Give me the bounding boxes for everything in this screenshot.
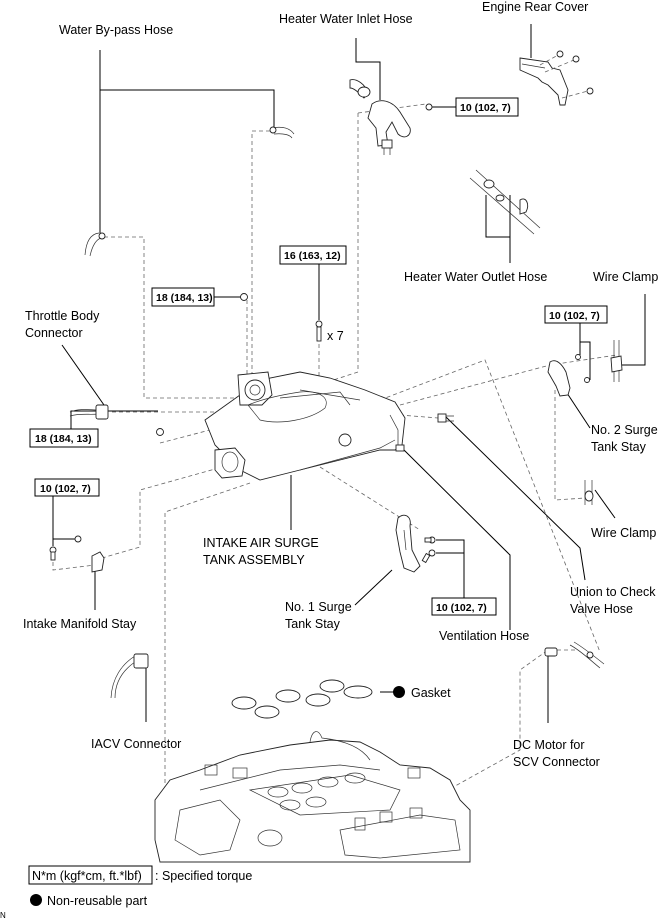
label-dc-motor-scv-line1: DC Motor for (513, 738, 585, 752)
intake-air-surge-tank-assembly-part (204, 371, 406, 481)
label-union-check-valve-hose-line1: Union to Check (570, 585, 656, 599)
torque-box-manifold-stay: 10 (102, 7) (34, 478, 100, 497)
water-bypass-hose-lower (84, 232, 106, 257)
torque-value: 18 (184, 13) (35, 433, 92, 445)
engine-rear-cover-part (519, 50, 594, 106)
label-no1-surge-tank-stay-line2: Tank Stay (285, 617, 341, 631)
label-intake-air-surge-tank-line1: INTAKE AIR SURGE (203, 536, 319, 550)
leader-lines (52, 24, 646, 723)
label-no1-surge-tank-stay-line1: No. 1 Surge (285, 600, 352, 614)
nonreusable-dot-icon (393, 686, 405, 698)
throttle-nut-lower-part (156, 428, 164, 436)
label-no2-surge-tank-stay-line1: No. 2 Surge (591, 423, 658, 437)
legend-torque-box (28, 865, 153, 885)
torque-value: 10 (102, 7) (549, 310, 600, 322)
legend-torque-unit: N*m (kgf*cm, ft.*lbf) (32, 869, 142, 883)
label-heater-water-outlet-hose: Heater Water Outlet Hose (404, 270, 547, 284)
engine-block-part (154, 731, 471, 863)
dc-motor-scv-connector-part (544, 641, 605, 669)
label-intake-manifold-stay: Intake Manifold Stay (23, 617, 137, 631)
legend-nonreusable-desc: Non-reusable part (47, 894, 148, 908)
union-check-valve-part (437, 413, 454, 423)
label-engine-rear-cover: Engine Rear Cover (482, 0, 588, 14)
torque-value: 18 (184, 13) (156, 292, 213, 304)
label-wire-clamp-top: Wire Clamp (593, 270, 658, 284)
label-wire-clamp-bottom: Wire Clamp (591, 526, 656, 540)
wire-clamp-bottom-part (584, 480, 594, 505)
label-union-check-valve-hose-line2: Valve Hose (570, 602, 633, 616)
label-throttle-body-connector-line2: Connector (25, 326, 83, 340)
label-intake-air-surge-tank-line2: TANK ASSEMBLY (203, 553, 305, 567)
torque-box-throttle-nut-upper: 18 (184, 13) (151, 287, 215, 307)
label-gasket: Gasket (411, 686, 451, 700)
throttle-body-connector-part (69, 404, 109, 420)
nonreusable-dot-icon (30, 894, 42, 906)
label-water-bypass-hose: Water By-pass Hose (59, 23, 173, 37)
label-dc-motor-scv-line2: SCV Connector (513, 755, 600, 769)
no2-surge-tank-stay-part (547, 354, 590, 397)
torque-box-no2-stay: 10 (102, 7) (544, 305, 608, 324)
wire-clamp-top-part (610, 340, 623, 382)
throttle-nut-upper-part (240, 293, 248, 301)
torque-box-heater-inlet: 10 (102, 7) (455, 97, 519, 117)
corner-mark: N (0, 911, 6, 920)
label-iacv-connector: IACV Connector (91, 737, 181, 751)
torque-value: 10 (102, 7) (460, 102, 511, 114)
iacv-connector-part (110, 653, 149, 699)
legend: N*m (kgf*cm, ft.*lbf) : Specified torque… (0, 865, 252, 920)
intake-manifold-stay-part (49, 535, 105, 573)
label-ventilation-hose: Ventilation Hose (439, 629, 529, 643)
gasket-part (231, 679, 373, 719)
legend-torque-desc: : Specified torque (155, 869, 252, 883)
label-bolt-quantity: x 7 (327, 329, 344, 343)
torque-value: 10 (102, 7) (40, 483, 91, 495)
heater-water-inlet-hose-part (349, 79, 433, 155)
torque-box-throttle-nut-lower: 18 (184, 13) (29, 428, 99, 448)
no1-surge-tank-stay-part (395, 514, 436, 573)
torque-value: 16 (163, 12) (284, 250, 341, 262)
torque-value: 10 (102, 7) (436, 602, 487, 614)
torque-box-no1-stay: 10 (102, 7) (431, 597, 497, 616)
water-bypass-hose-upper (269, 126, 295, 139)
label-heater-water-inlet-hose: Heater Water Inlet Hose (279, 12, 413, 26)
label-throttle-body-connector-line1: Throttle Body (25, 309, 100, 323)
label-no2-surge-tank-stay-line2: Tank Stay (591, 440, 647, 454)
heater-water-outlet-hose-part (469, 169, 541, 235)
surge-tank-bolt-part (315, 320, 323, 342)
torque-box-surge-tank-bolts: 16 (163, 12) (279, 245, 347, 265)
